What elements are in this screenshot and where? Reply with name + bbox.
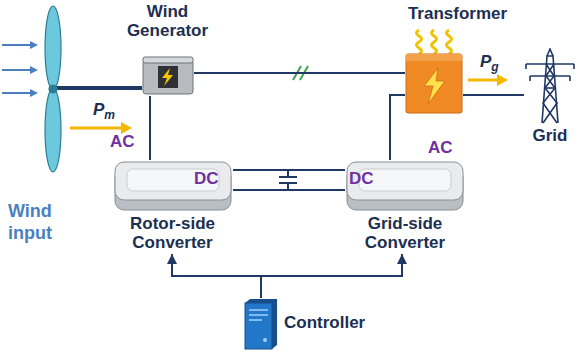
- power-label: Pm: [93, 100, 115, 125]
- input-label: Wind input: [8, 200, 72, 244]
- wind-arrows: [2, 41, 38, 97]
- node-label: Wind Generator: [118, 2, 217, 40]
- node-label: Grid: [518, 126, 582, 145]
- node-label: Transformer: [400, 4, 515, 23]
- node-label: Controller: [284, 313, 379, 332]
- wire: [233, 170, 345, 190]
- gen-icon: [142, 56, 194, 96]
- generator-box: Wind Generator: [118, 2, 217, 98]
- transformer-box: Transformer: [400, 2, 515, 116]
- converter-box: Rotor-side Converter: [105, 158, 240, 254]
- port-label: DC: [194, 169, 219, 188]
- power-label: Pg: [480, 52, 499, 77]
- wire: [150, 96, 151, 160]
- controller-box: Controller: [240, 296, 380, 352]
- dc-capacitor: [279, 170, 297, 190]
- grid-tower: Grid: [518, 44, 582, 152]
- control-arrow: [167, 254, 261, 298]
- node-label: Grid-side Converter: [335, 214, 475, 252]
- control-arrow: [261, 254, 407, 298]
- trans-icon: [405, 28, 463, 114]
- wire: [390, 95, 405, 160]
- port-label: DC: [349, 169, 374, 188]
- ctrl-icon: [244, 298, 278, 350]
- shaft: [55, 86, 142, 90]
- node-label: Rotor-side Converter: [105, 214, 240, 252]
- grid-icon: [524, 48, 576, 124]
- wire: [463, 95, 524, 96]
- wire: [194, 73, 405, 74]
- turbine-blades: [45, 6, 61, 172]
- port-label: AC: [110, 132, 135, 151]
- port-label: AC: [428, 138, 453, 157]
